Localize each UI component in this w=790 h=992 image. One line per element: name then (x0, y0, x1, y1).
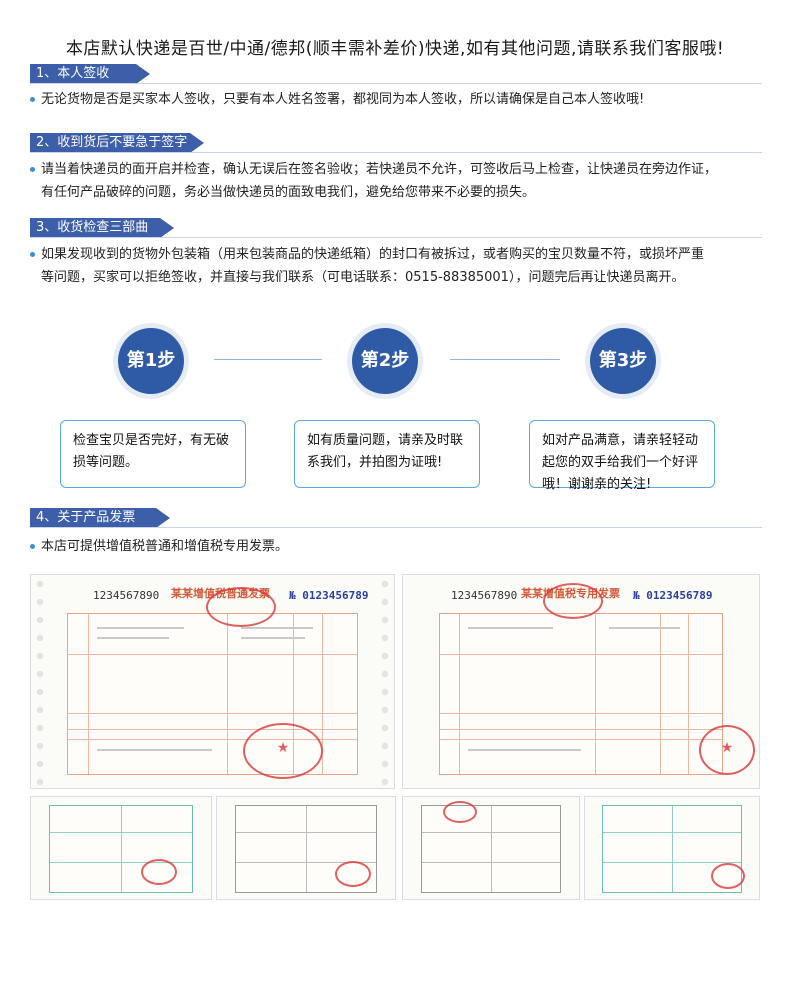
step-3-box: 如对产品满意，请亲轻轻动起您的双手给我们一个好评哦！谢谢亲的关注! (529, 420, 715, 492)
section-divider (30, 83, 762, 84)
invoice-number: № 0123456789 (289, 589, 369, 602)
stamp-mark (206, 587, 276, 627)
invoice-thumbnail (402, 796, 580, 900)
section-divider (30, 152, 762, 153)
invoice-image-special: 1234567890 某某增值税专用发票 № 0123456789 ★ (402, 574, 760, 789)
invoice-image-ordinary: 1234567890 某某增值税普通发票 № 0123456789 ★ (30, 574, 395, 789)
invoice-code: 1234567890 (93, 589, 160, 602)
section-3-line-1: 如果发现收到的货物外包装箱（用来包装商品的快递纸箱）的封口有被拆过，或者购买的宝… (41, 247, 705, 262)
invoice-thumbnail (584, 796, 760, 900)
section-1-line-1: 无论货物是否是买家本人签收，只要有本人姓名签署，都视同为本人签收，所以请确保是自… (41, 92, 645, 107)
step-2-circle: 第2步 (352, 328, 418, 394)
section-4-text: 本店可提供增值税普通和增值税专用发票。 (30, 535, 765, 558)
invoice-code: 1234567890 (451, 589, 518, 602)
section-1-text: 无论货物是否是买家本人签收，只要有本人姓名签署，都视同为本人签收，所以请确保是自… (30, 88, 765, 111)
sprocket-holes (33, 575, 47, 788)
step-3-circle: 第3步 (590, 328, 656, 394)
bullet-dot (30, 252, 35, 257)
step-1-circle: 第1步 (118, 328, 184, 394)
page-headline: 本店默认快递是百世/中通/德邦(顺丰需补差价)快递,如有其他问题,请联系我们客服… (65, 39, 725, 59)
section-2-line-1: 请当着快递员的面开启并检查，确认无误后在签名验收；若快递员不允许，可签收后马上检… (41, 162, 718, 177)
bullet-dot (30, 97, 35, 102)
step-connector (214, 359, 322, 360)
invoice-number: № 0123456789 (633, 589, 713, 602)
section-tab-1: 1、本人签收 (30, 64, 150, 84)
bullet-dot (30, 544, 35, 549)
section-3-line-2: 等问题，买家可以拒绝签收，并直接与我们联系（可电话联系：0515-8838500… (41, 270, 685, 285)
stamp-mark: ★ (699, 725, 755, 775)
section-4-line-1: 本店可提供增值税普通和增值税专用发票。 (41, 539, 289, 554)
section-tab-3: 3、收货检查三部曲 (30, 218, 174, 238)
invoice-thumbnail (30, 796, 212, 900)
stamp-mark (711, 863, 745, 889)
step-connector (450, 359, 560, 360)
sprocket-holes (378, 575, 392, 788)
stamp-mark (443, 801, 477, 823)
stamp-mark (141, 859, 177, 885)
section-divider (30, 237, 762, 238)
step-2-box: 如有质量问题，请亲及时联系我们，并拍图为证哦! (294, 420, 480, 488)
invoice-thumbnail (216, 796, 396, 900)
section-divider (30, 527, 762, 528)
section-tab-4: 4、关于产品发票 (30, 508, 170, 528)
stamp-mark (543, 583, 603, 619)
section-2-text: 请当着快递员的面开启并检查，确认无误后在签名验收；若快递员不允许，可签收后马上检… (30, 158, 765, 204)
stamp-mark (335, 861, 371, 887)
section-3-text: 如果发现收到的货物外包装箱（用来包装商品的快递纸箱）的封口有被拆过，或者购买的宝… (30, 243, 765, 289)
bullet-dot (30, 167, 35, 172)
section-tab-2: 2、收到货后不要急于签字 (30, 133, 204, 153)
stamp-mark: ★ (243, 723, 323, 779)
step-1-box: 检查宝贝是否完好，有无破损等问题。 (60, 420, 246, 488)
invoice-table (438, 613, 724, 776)
section-2-line-2: 有任何产品破碎的问题，务必当做快递员的面致电我们，避免给您带来不必要的损失。 (41, 185, 536, 200)
